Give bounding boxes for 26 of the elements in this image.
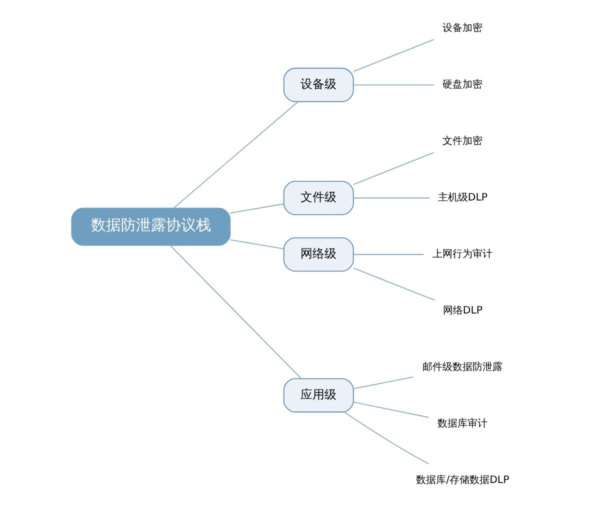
- connector: [353, 39, 434, 72]
- connector: [353, 84, 434, 86]
- connector: [173, 101, 299, 209]
- connector: [353, 402, 430, 418]
- node-box: 数据防泄露协议栈: [71, 208, 231, 246]
- node-text: 网络DLP: [442, 306, 483, 317]
- connector: [344, 412, 430, 464]
- node-text: 设备加密: [442, 23, 483, 34]
- node-box: 网络级: [283, 237, 354, 272]
- node-text: 主机级DLP: [438, 192, 488, 204]
- connector: [353, 152, 434, 185]
- connector: [230, 203, 284, 214]
- node-text: 文件加密: [442, 136, 483, 148]
- node-text: 上网行为审计: [432, 249, 493, 260]
- node-text: 数据库审计: [438, 418, 488, 430]
- node-text: 硬盘加密: [442, 80, 483, 91]
- connector: [353, 376, 414, 390]
- connector: [353, 268, 436, 301]
- connector: [353, 254, 424, 255]
- node-box: 设备级: [283, 68, 354, 102]
- node-text: 邮件级数据防泄露: [422, 362, 503, 374]
- connector: [230, 239, 284, 250]
- node-box: 文件级: [283, 180, 354, 216]
- connector: [170, 244, 302, 380]
- node-text: 数据库/存储数据DLP: [416, 475, 510, 486]
- node-box: 应用级: [283, 378, 354, 412]
